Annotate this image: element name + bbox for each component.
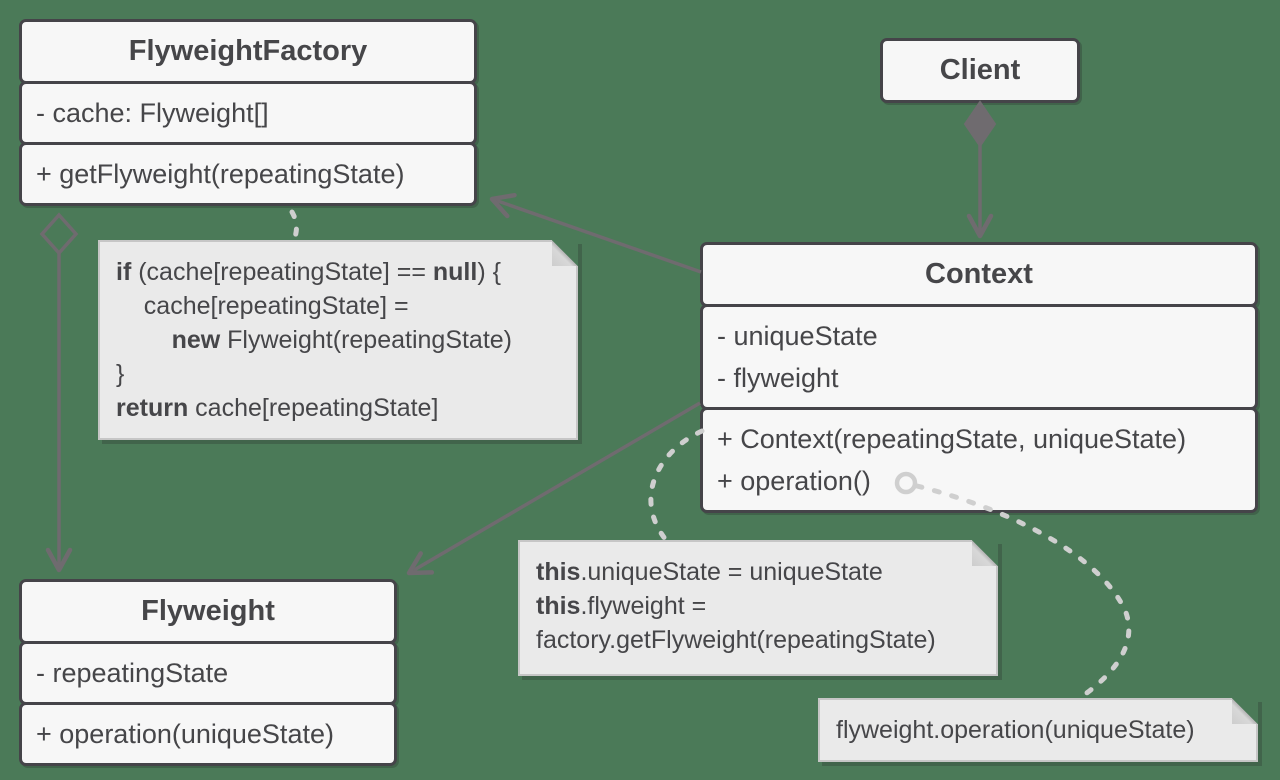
class-methods-compartment: + operation(uniqueState) bbox=[19, 701, 397, 766]
note-fold-icon bbox=[552, 240, 578, 266]
note-fold-icon bbox=[972, 540, 998, 566]
method: + getFlyweight(repeatingState) bbox=[36, 158, 405, 189]
attribute: - uniqueState bbox=[717, 320, 878, 351]
note-code-text: if (cache[repeatingState] == null) { cac… bbox=[116, 258, 513, 422]
aggregation-diamond-icon bbox=[39, 212, 79, 256]
method: + operation() bbox=[717, 465, 871, 496]
note-anchor-dashed-line-factory bbox=[289, 209, 299, 243]
class-flyweight-factory: FlyweightFactory - cache: Flyweight[] + … bbox=[19, 19, 477, 206]
composition-diamond-icon bbox=[963, 100, 997, 148]
class-attributes-compartment: - uniqueState - flyweight bbox=[700, 303, 1258, 410]
composition-connector-client-context bbox=[963, 100, 997, 239]
note-fold-icon bbox=[1232, 698, 1258, 724]
class-flyweight: Flyweight - repeatingState + operation(u… bbox=[19, 579, 397, 766]
note-anchor-dashed-curve-constructor bbox=[648, 428, 705, 543]
method: + Context(repeatingState, uniqueState) bbox=[717, 423, 1187, 454]
attribute: - cache: Flyweight[] bbox=[36, 97, 269, 128]
class-title: Flyweight bbox=[19, 579, 397, 644]
note-operation-code: flyweight.operation(uniqueState) bbox=[818, 698, 1258, 762]
attribute: - flyweight bbox=[717, 362, 839, 393]
method: + operation(uniqueState) bbox=[36, 718, 334, 749]
class-methods-compartment: + getFlyweight(repeatingState) bbox=[19, 141, 477, 206]
class-title: Client bbox=[880, 38, 1080, 103]
class-title: Context bbox=[700, 242, 1258, 307]
note-factory-code: if (cache[repeatingState] == null) { cac… bbox=[98, 240, 578, 440]
class-attributes-compartment: - repeatingState bbox=[19, 640, 397, 705]
class-title: FlyweightFactory bbox=[19, 19, 477, 84]
attribute: - repeatingState bbox=[36, 657, 229, 688]
aggregation-connector-factory-flyweight bbox=[39, 212, 79, 573]
class-methods-compartment: + Context(repeatingState, uniqueState) +… bbox=[700, 406, 1258, 513]
class-attributes-compartment: - cache: Flyweight[] bbox=[19, 80, 477, 145]
note-code-text: flyweight.operation(uniqueState) bbox=[836, 716, 1195, 744]
class-client: Client bbox=[880, 38, 1080, 103]
class-context: Context - uniqueState - flyweight + Cont… bbox=[700, 242, 1258, 513]
